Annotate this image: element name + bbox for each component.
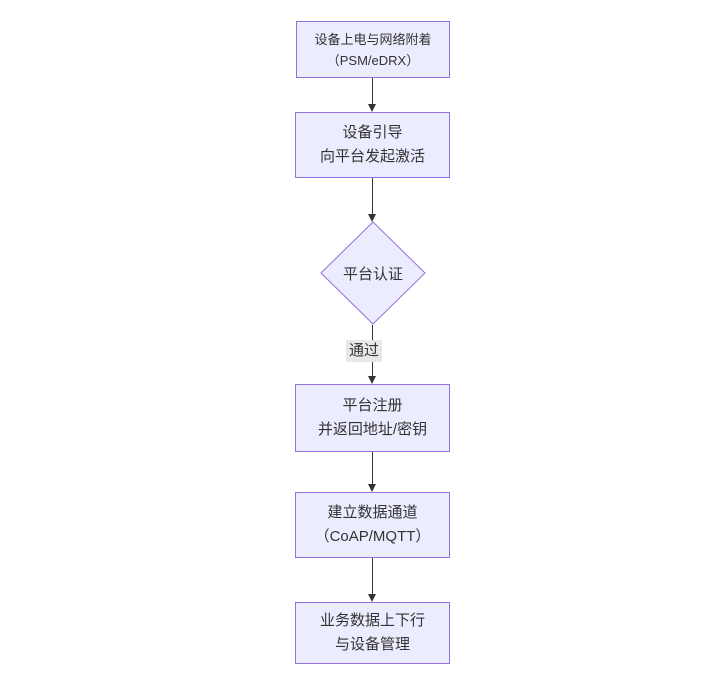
node-data-channel: 建立数据通道 （CoAP/MQTT）	[295, 492, 450, 558]
decision-diamond-shape	[320, 221, 426, 325]
node-power-attach-line-1: 设备上电与网络附着	[314, 31, 432, 47]
arrow-power-to-bootstrap	[368, 78, 376, 112]
node-platform-register-line-1: 平台注册	[342, 397, 403, 414]
edge-label-pass: 通过	[346, 340, 383, 362]
node-data-channel-line-1: 建立数据通道	[327, 504, 418, 521]
node-device-bootstrap-line-2: 向平台发起激活	[319, 148, 425, 165]
node-platform-auth: 平台认证	[342, 265, 403, 283]
node-platform-register-line-2: 并返回地址/密钥	[317, 421, 428, 438]
node-device-bootstrap-line-1: 设备引导	[342, 124, 403, 141]
node-data-channel-line-2: （CoAP/MQTT）	[314, 528, 431, 545]
node-device-bootstrap: 设备引导 向平台发起激活	[295, 112, 450, 178]
node-business-data: 业务数据上下行 与设备管理	[295, 602, 450, 664]
arrow-channel-to-business	[368, 558, 376, 602]
node-business-data-line-1: 业务数据上下行	[319, 612, 425, 629]
arrow-register-to-channel	[368, 452, 376, 492]
node-power-attach: 设备上电与网络附着 （PSM/eDRX）	[296, 21, 450, 78]
node-platform-register: 平台注册 并返回地址/密钥	[295, 384, 450, 452]
arrow-bootstrap-to-auth	[368, 178, 376, 222]
node-power-attach-line-2: （PSM/eDRX）	[326, 52, 420, 68]
node-business-data-line-2: 与设备管理	[334, 636, 410, 653]
